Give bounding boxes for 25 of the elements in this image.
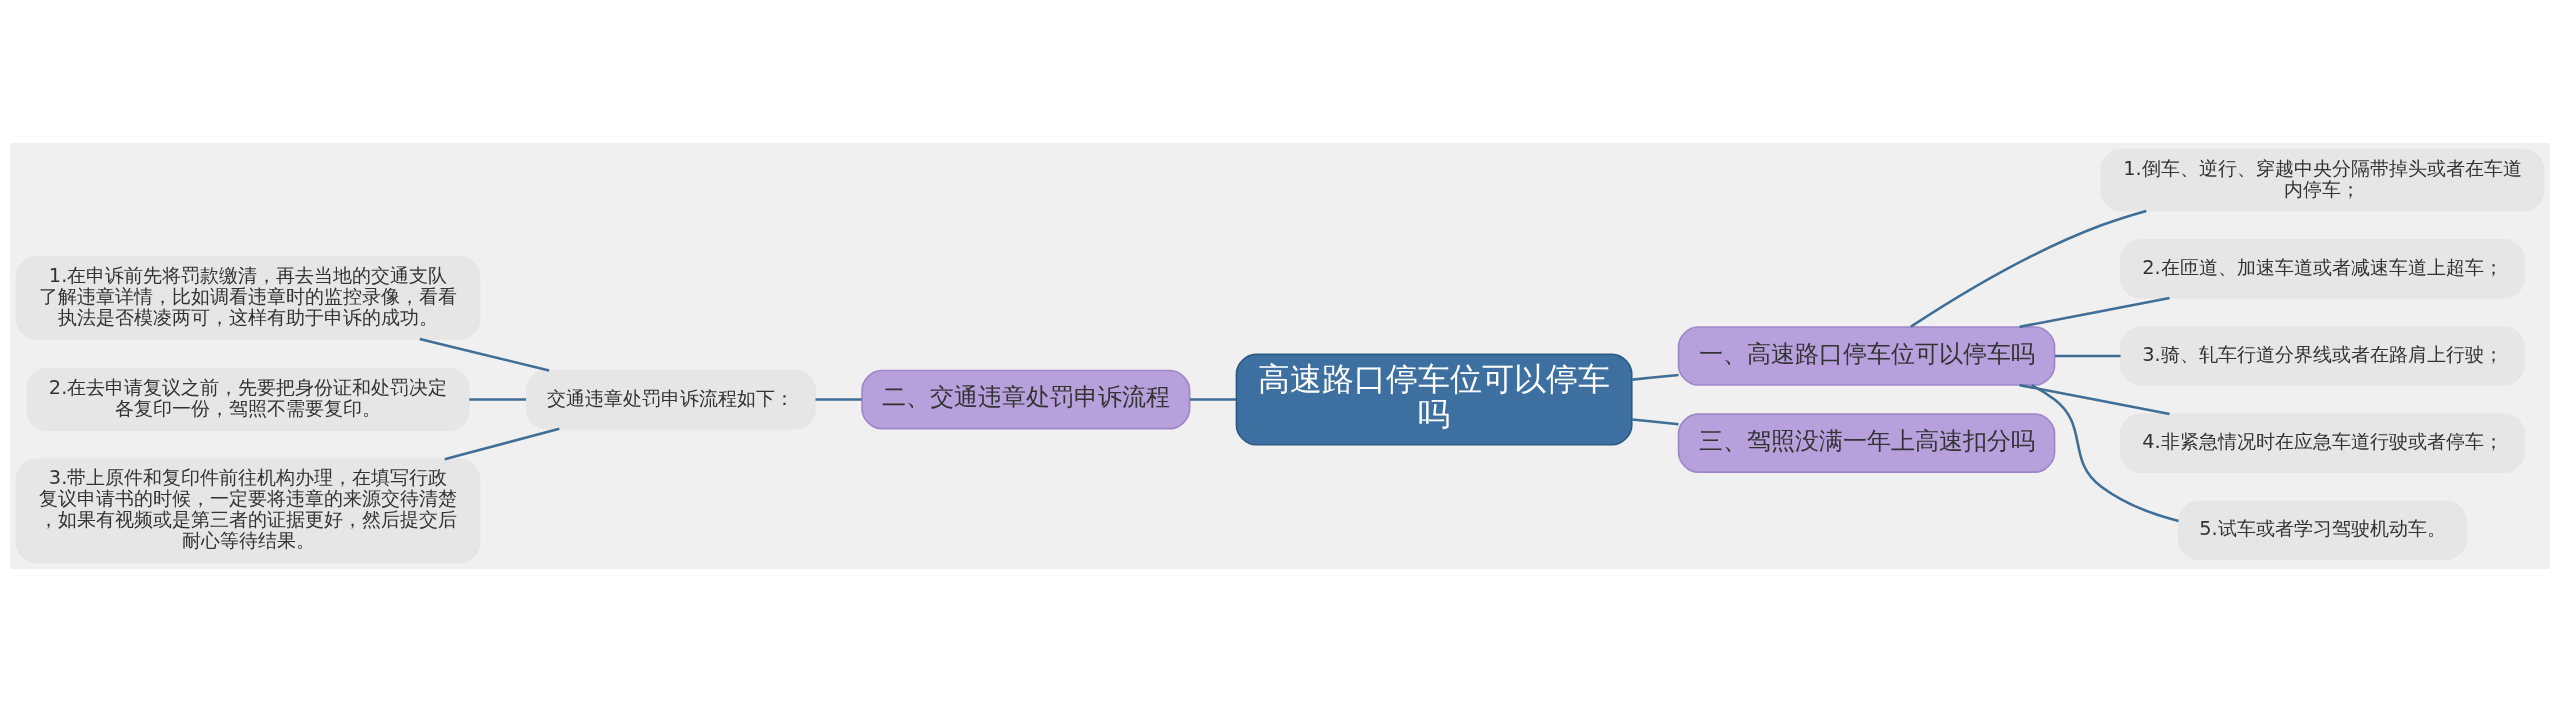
connector (815, 398, 862, 401)
connector (419, 337, 550, 372)
connector (2019, 296, 2170, 329)
connector (1632, 418, 1679, 426)
node-box: 3.带上原件和复印件前往机构办理，在填写行政复议申请书的时候，一定要将违章的来源交待清楚，如果有视频或是第三者的证据更好，然后提交后耐心等待结果。 (15, 458, 481, 564)
node-box: 1.倒车、逆行、穿越中央分隔带掉头或者在车道内停车； (2100, 148, 2545, 212)
connector (2054, 354, 2121, 358)
connector (444, 427, 560, 461)
node-box: 三、驾照没满一年上高速扣分吗 (1677, 413, 2056, 473)
connector (1631, 373, 1679, 381)
node-box: 5.试车或者学习驾驶机动车。 (2178, 500, 2467, 561)
node-box: 2.在去申请复议之前，先要把身份证和处罚决定各复印一份，驾照不需要复印。 (26, 368, 470, 432)
connector (469, 398, 526, 401)
node-box: 高速路口停车位可以停车吗 (1235, 353, 1633, 446)
connector (1910, 209, 2147, 328)
connector (2031, 383, 2179, 523)
node-box: 二、交通违章处罚申诉流程 (861, 369, 1191, 430)
node-box: 3.骑、轧车行道分界线或者在路肩上行驶； (2119, 326, 2525, 386)
node-box: 4.非紧急情况时在应急车道行驶或者停车； (2119, 413, 2525, 473)
connector (2019, 383, 2170, 416)
node-box: 1.在申诉前先将罚款缴清，再去当地的交通支队了解违章详情，比如调看违章时的监控录像，看看执法是否模凌两可，这样有助于申诉的成功。 (15, 255, 481, 340)
node-box: 一、高速路口停车位可以停车吗 (1677, 326, 2056, 386)
node-box: 交通违章处罚申诉流程如下： (525, 369, 817, 430)
connector (1189, 398, 1236, 401)
node-box: 2.在匝道、加速车道或者减速车道上超车； (2119, 239, 2525, 299)
